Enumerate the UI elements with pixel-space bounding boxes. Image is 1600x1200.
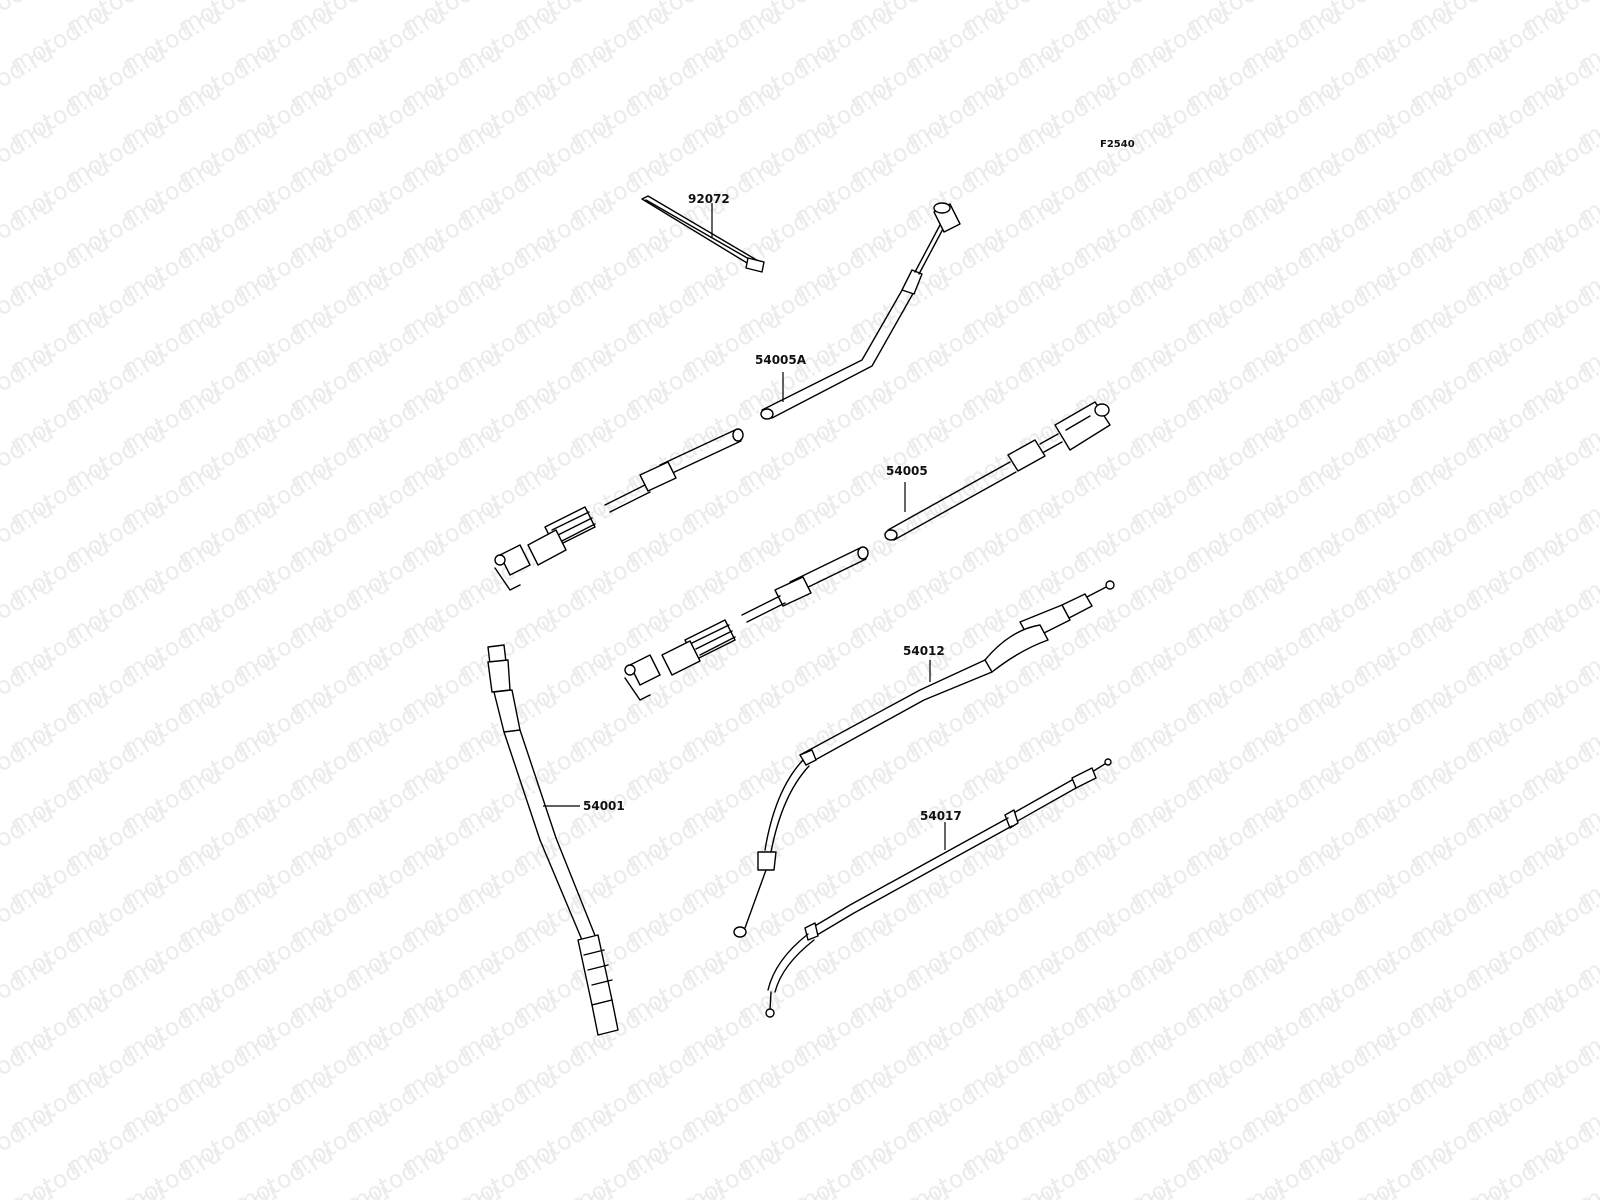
- watermark-text: motod.ru: [1573, 0, 1600, 3]
- callout-54012[interactable]: 54012: [903, 644, 945, 658]
- throttle-adjuster-upper[interactable]: [494, 428, 744, 591]
- callout-54005A[interactable]: 54005A: [755, 353, 807, 367]
- cable-54017[interactable]: [765, 758, 1112, 1018]
- cable-tie-92072[interactable]: [641, 195, 765, 273]
- throttle-cable-54005A[interactable]: [760, 202, 961, 420]
- callout-54017[interactable]: 54017: [920, 809, 962, 823]
- callout-92072[interactable]: 92072: [688, 192, 730, 206]
- callout-54005[interactable]: 54005: [886, 464, 928, 478]
- figure-code: F2540: [1100, 139, 1135, 150]
- callout-54001[interactable]: 54001: [583, 799, 625, 813]
- cable-54012[interactable]: [733, 580, 1115, 938]
- throttle-adjuster-lower[interactable]: [624, 546, 869, 701]
- speedometer-cable-54001[interactable]: [487, 644, 619, 1036]
- throttle-cable-54005[interactable]: [884, 401, 1111, 541]
